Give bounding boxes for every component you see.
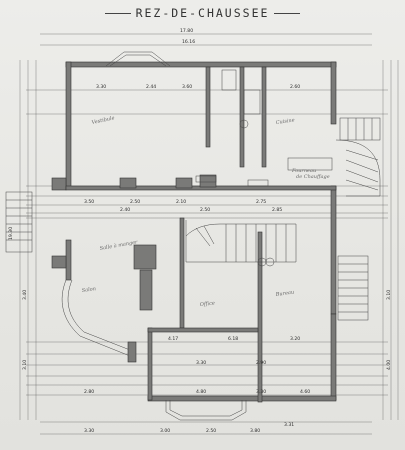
dim-total-width: 17.80 [180, 28, 193, 34]
service-staircase [335, 117, 381, 321]
dim-row8-c: 3.30 [256, 389, 266, 395]
dim-left-b: 3.10 [22, 360, 28, 370]
dim-bottom-d: 3.80 [250, 428, 260, 434]
dim-inner-width: 16.16 [182, 39, 195, 45]
dim-right-a: 3.10 [386, 290, 392, 300]
dim-right-b: 4.00 [386, 360, 392, 370]
plan-title: REZ-DE-CHAUSSEE [0, 6, 405, 20]
dim-row6-b: 6.18 [228, 336, 238, 342]
dim-top-b: 2.44 [146, 84, 156, 90]
dimension-lines [19, 33, 399, 435]
bay-window-bottom [165, 400, 247, 421]
dim-bottom-e: 3.31 [284, 422, 294, 428]
plan-title-text: REZ-DE-CHAUSSEE [135, 6, 270, 20]
dim-bottom-c: 2.50 [206, 428, 216, 434]
dim-row2-b: 2.50 [130, 199, 140, 205]
note-chauffage: de Chauffage [296, 174, 330, 180]
note-salon: Salon [81, 286, 96, 294]
dim-top-a: 3.30 [96, 84, 106, 90]
dim-row8-b: 4.80 [196, 389, 206, 395]
dim-row7-a: 3.30 [196, 360, 206, 366]
dim-row8-d: 4.60 [300, 389, 310, 395]
main-staircase [185, 220, 297, 267]
dim-top-d: 2.60 [290, 84, 300, 90]
title-rule-left [104, 13, 131, 14]
dim-bottom-b: 3.00 [160, 428, 170, 434]
dim-row3-a: 2.40 [120, 207, 130, 213]
dim-row6-c: 3.20 [290, 336, 300, 342]
dim-bottom-a: 3.30 [84, 428, 94, 434]
title-rule-right [274, 13, 301, 14]
note-fourneau: Fourneau [291, 168, 316, 174]
bay-window-top [105, 51, 171, 67]
exterior-walls [65, 61, 337, 402]
dim-row8-a: 2.80 [84, 389, 94, 395]
dim-top-c: 3.60 [182, 84, 192, 90]
dim-row3-c: 2.85 [272, 207, 282, 213]
interior-walls [65, 66, 337, 403]
note-cuisine: Cuisine [275, 117, 295, 126]
note-salle: Salle à manger [99, 238, 138, 252]
dim-left-total: 19.30 [8, 227, 14, 240]
left-porch [5, 177, 67, 269]
dim-row7-b: 2.90 [256, 360, 266, 366]
dim-row2-d: 2.75 [256, 199, 266, 205]
left-bay [61, 279, 137, 363]
note-bureau: Bureau [274, 289, 294, 298]
dim-row2-a: 3.50 [84, 199, 94, 205]
kitchen-fixtures [195, 69, 333, 187]
dim-row2-c: 2.10 [176, 199, 186, 205]
note-vestibule: Vestibule [91, 115, 115, 126]
dim-row6-a: 4.17 [168, 336, 178, 342]
dim-left-a: 3.40 [22, 290, 28, 300]
dim-row3-b: 2.50 [200, 207, 210, 213]
dimension-labels: 17.80 16.16 3.30 2.44 3.60 2.60 3.50 2.5… [8, 28, 392, 434]
note-office: Office [200, 300, 216, 308]
